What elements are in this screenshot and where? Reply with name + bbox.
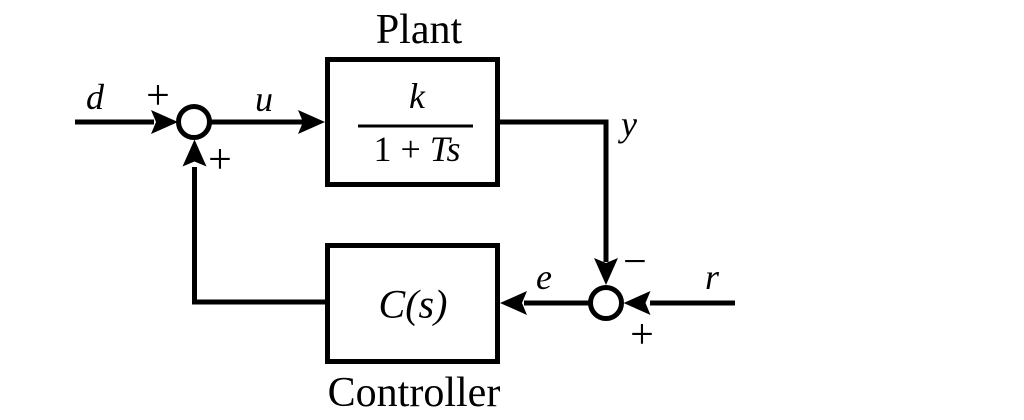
arrowhead-into-plant [298,110,325,134]
signal-label-disturbance: d [86,77,105,117]
feedback-line [192,167,328,305]
input-sum-disturbance-sign: + [146,73,170,119]
controller-caption: Controller [328,370,501,416]
plant-tf-denominator: 1 +Ts [373,129,460,169]
arrowhead-into-input-sum-bottom [182,139,207,167]
controller-tf-label: C(s) [379,282,448,327]
arrowhead-into-error-sum-right [623,291,651,315]
plant-tf-denominator-vars: Ts [430,129,461,169]
error-summing-junction [588,285,624,321]
plant-tf-denominator-const: 1 + [373,129,420,169]
plant-tf-numerator: k [409,76,426,116]
plant-output-line [497,119,609,262]
error-sum-reference-sign: + [630,312,654,358]
input-summing-junction [176,104,212,140]
signal-label-error: e [536,257,552,297]
arrowhead-into-error-sum-top [594,258,618,285]
arrowhead-into-input-sum [151,110,178,134]
input-sum-feedback-sign: + [208,137,232,183]
arrowhead-into-controller [500,291,527,315]
signal-label-output: y [618,104,637,144]
signal-label-reference: r [705,257,720,297]
signal-label-control: u [255,79,273,119]
plant-block [325,57,500,187]
plant-caption: Plant [376,7,463,53]
error-sum-output-sign: − [623,239,647,285]
controller-block [325,243,500,364]
